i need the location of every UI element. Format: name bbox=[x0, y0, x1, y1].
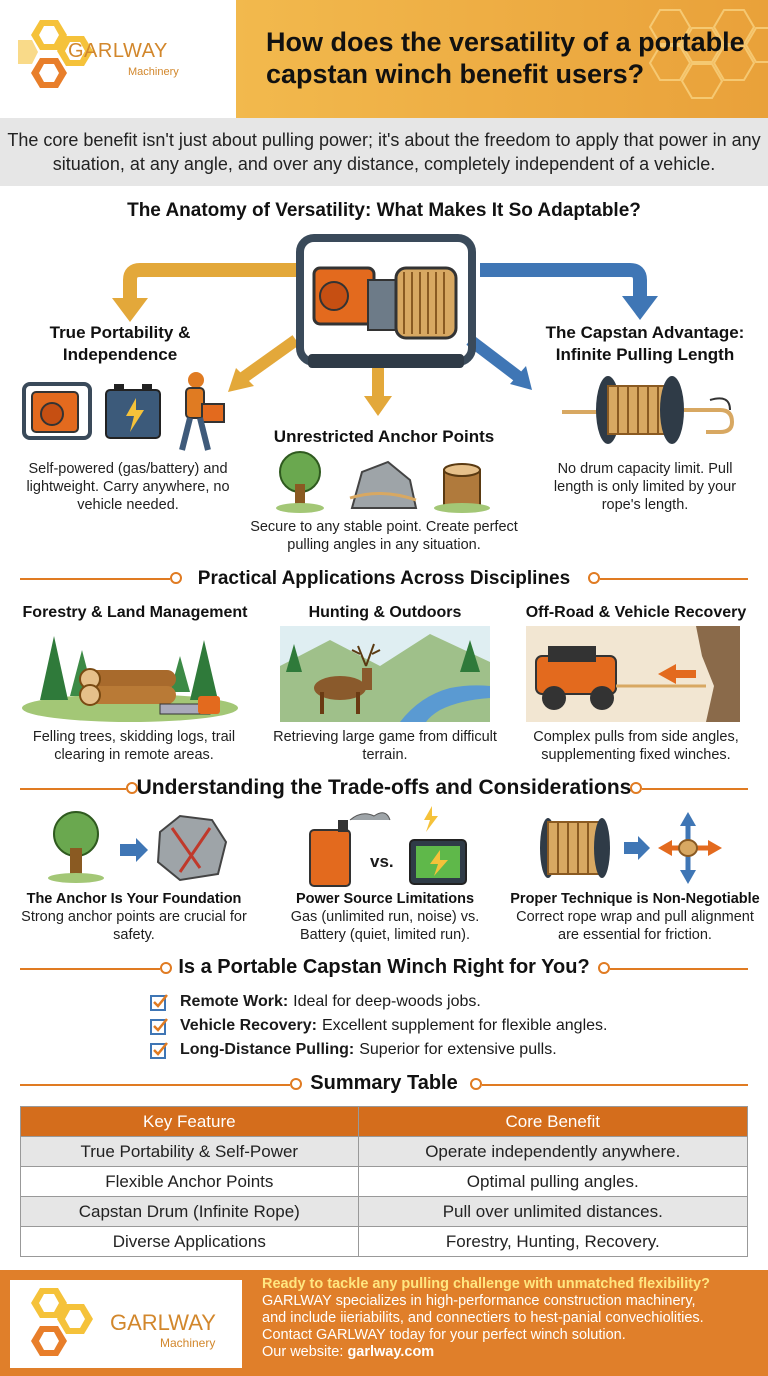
table-cell: Diverse Applications bbox=[20, 1226, 359, 1257]
anatomy-title: The Anatomy of Versatility: What Makes I… bbox=[127, 200, 641, 221]
checklist-text: Superior for extensive pulls. bbox=[359, 1041, 557, 1058]
checklist-label: Remote Work: bbox=[180, 993, 289, 1010]
table-header: Key Feature bbox=[20, 1106, 359, 1137]
divider-line bbox=[482, 1084, 748, 1086]
hunting-text: Retrieving large game from difficult ter… bbox=[273, 729, 497, 763]
tree-rock-stump-icon bbox=[276, 451, 490, 513]
footer-line: GARLWAY specializes in high-performance … bbox=[262, 1293, 696, 1309]
footer-website-line: Our website: garlway.com bbox=[262, 1344, 762, 1361]
forestry-title: Forestry & Land Management bbox=[22, 604, 248, 621]
honeycomb-pattern-icon bbox=[648, 9, 768, 99]
checklist-item: Long-Distance Pulling: Superior for exte… bbox=[150, 1038, 607, 1062]
checklist-text: Excellent supplement for flexible angles… bbox=[321, 1017, 608, 1034]
portability-title: True Portability & Independence bbox=[49, 323, 191, 364]
divider-line bbox=[20, 788, 126, 790]
footer-website-link[interactable]: garlway.com bbox=[347, 1344, 435, 1360]
anchor-points-title: Unrestricted Anchor Points bbox=[273, 427, 495, 446]
checklist-label: Long-Distance Pulling: bbox=[180, 1041, 355, 1058]
footer-website-label: Our website: bbox=[262, 1344, 344, 1360]
divider-dot bbox=[598, 962, 610, 974]
offroad-text: Complex pulls from side angles, suppleme… bbox=[533, 729, 739, 763]
table-row: Capstan Drum (Infinite Rope) Pull over u… bbox=[20, 1196, 749, 1227]
footer-headline: Ready to tackle any pulling challenge wi… bbox=[262, 1276, 710, 1292]
vs-label: vs. bbox=[370, 852, 394, 871]
footer-brand-name: GARLWAY bbox=[110, 1310, 216, 1335]
divider-dot bbox=[588, 572, 600, 584]
footer-line: Contact GARLWAY today for your perfect w… bbox=[262, 1327, 626, 1343]
gas-can-battery-icon bbox=[309, 806, 467, 887]
offroad-title: Off-Road & Vehicle Recovery bbox=[525, 604, 747, 621]
table-cell: True Portability & Self-Power bbox=[20, 1136, 359, 1167]
table-cell: Optimal pulling angles. bbox=[357, 1166, 749, 1197]
divider-dot bbox=[470, 1078, 482, 1090]
generator-battery-worker-icon bbox=[22, 372, 225, 451]
hunting-title: Hunting & Outdoors bbox=[308, 604, 462, 621]
summary-table: Key Feature Core Benefit True Portabilit… bbox=[20, 1106, 749, 1257]
divider-line bbox=[20, 578, 170, 580]
footer-logo-panel: GARLWAY Machinery bbox=[10, 1280, 242, 1368]
fit-title: Is a Portable Capstan Winch Right for Yo… bbox=[178, 956, 590, 978]
tradeoffs-title: Understanding the Trade-offs and Conside… bbox=[136, 776, 632, 799]
fit-checklist: Remote Work: Ideal for deep-woods jobs. … bbox=[150, 990, 607, 1062]
technique-text: Correct rope wrap and pull alignment are… bbox=[516, 909, 754, 943]
rope-drum-icon bbox=[562, 376, 735, 444]
footer-line: and include iieriabilits, and connectier… bbox=[262, 1310, 704, 1326]
checkbox-checked-icon bbox=[150, 1042, 168, 1059]
tree-to-broken-anchor-icon bbox=[48, 811, 228, 883]
capstan-advantage-text: No drum capacity limit. Pull length is o… bbox=[553, 461, 737, 513]
technique-title: Proper Technique is Non-Negotiable bbox=[510, 891, 760, 907]
header-banner: GARLWAY Machinery How does the versatili… bbox=[0, 0, 768, 118]
power-source-text: Gas (unlimited run, noise) vs. Battery (… bbox=[290, 909, 480, 943]
summary-title: Summary Table bbox=[310, 1072, 458, 1094]
table-row: True Portability & Self-Power Operate in… bbox=[20, 1136, 749, 1167]
footer-text: Ready to tackle any pulling challenge wi… bbox=[262, 1276, 762, 1361]
checkbox-checked-icon bbox=[150, 1018, 168, 1035]
brand-sub: Machinery bbox=[128, 66, 179, 78]
table-header: Core Benefit bbox=[357, 1106, 749, 1137]
offroad-jeep-icon bbox=[526, 626, 740, 722]
table-header-row: Key Feature Core Benefit bbox=[20, 1106, 749, 1137]
page-title: How does the versatility of a portable c… bbox=[266, 27, 745, 89]
capstan-winch-icon bbox=[296, 234, 476, 368]
power-source-title: Power Source Limitations bbox=[295, 891, 475, 907]
footer-brand-sub: Machinery bbox=[160, 1336, 216, 1350]
checklist-item: Remote Work: Ideal for deep-woods jobs. bbox=[150, 990, 607, 1014]
divider-line bbox=[20, 1084, 290, 1086]
divider-dot bbox=[126, 782, 138, 794]
brand-name: GARLWAY bbox=[68, 40, 168, 62]
rope-wrap-alignment-icon bbox=[540, 812, 722, 884]
applications-title: Practical Applications Across Discipline… bbox=[197, 568, 571, 589]
table-cell: Forestry, Hunting, Recovery. bbox=[357, 1226, 749, 1257]
divider-dot bbox=[290, 1078, 302, 1090]
divider-line bbox=[642, 788, 748, 790]
anchor-points-text: Secure to any stable point. Create perfe… bbox=[250, 519, 518, 553]
table-row: Diverse Applications Forestry, Hunting, … bbox=[20, 1226, 749, 1257]
deer-landscape-icon bbox=[280, 626, 490, 722]
divider-line bbox=[600, 578, 748, 580]
intro-banner: The core benefit isn't just about pullin… bbox=[0, 118, 768, 186]
divider-line bbox=[610, 968, 748, 970]
table-cell: Operate independently anywhere. bbox=[357, 1136, 749, 1167]
checklist-text: Ideal for deep-woods jobs. bbox=[293, 993, 481, 1010]
divider-dot bbox=[630, 782, 642, 794]
garlway-logo-icon bbox=[18, 20, 93, 88]
capstan-advantage-title: The Capstan Advantage: Infinite Pulling … bbox=[545, 323, 745, 364]
footer: GARLWAY Machinery Ready to tackle any pu… bbox=[0, 1270, 768, 1376]
anchor-foundation-title: The Anchor Is Your Foundation bbox=[26, 891, 242, 907]
anchor-foundation-text: Strong anchor points are crucial for saf… bbox=[21, 909, 247, 943]
divider-dot bbox=[160, 962, 172, 974]
table-cell: Capstan Drum (Infinite Rope) bbox=[20, 1196, 359, 1227]
checklist-item: Vehicle Recovery: Excellent supplement f… bbox=[150, 1014, 607, 1038]
garlway-logo-icon bbox=[31, 1288, 93, 1356]
table-row: Flexible Anchor Points Optimal pulling a… bbox=[20, 1166, 749, 1197]
divider-line bbox=[20, 968, 160, 970]
table-cell: Pull over unlimited distances. bbox=[357, 1196, 749, 1227]
checkbox-checked-icon bbox=[150, 994, 168, 1011]
forestry-logs-icon bbox=[22, 636, 238, 722]
checklist-label: Vehicle Recovery: bbox=[180, 1017, 317, 1034]
divider-dot bbox=[170, 572, 182, 584]
portability-text: Self-powered (gas/battery) and lightweig… bbox=[26, 461, 230, 513]
forestry-text: Felling trees, skidding logs, trail clea… bbox=[32, 729, 236, 763]
table-cell: Flexible Anchor Points bbox=[20, 1166, 359, 1197]
